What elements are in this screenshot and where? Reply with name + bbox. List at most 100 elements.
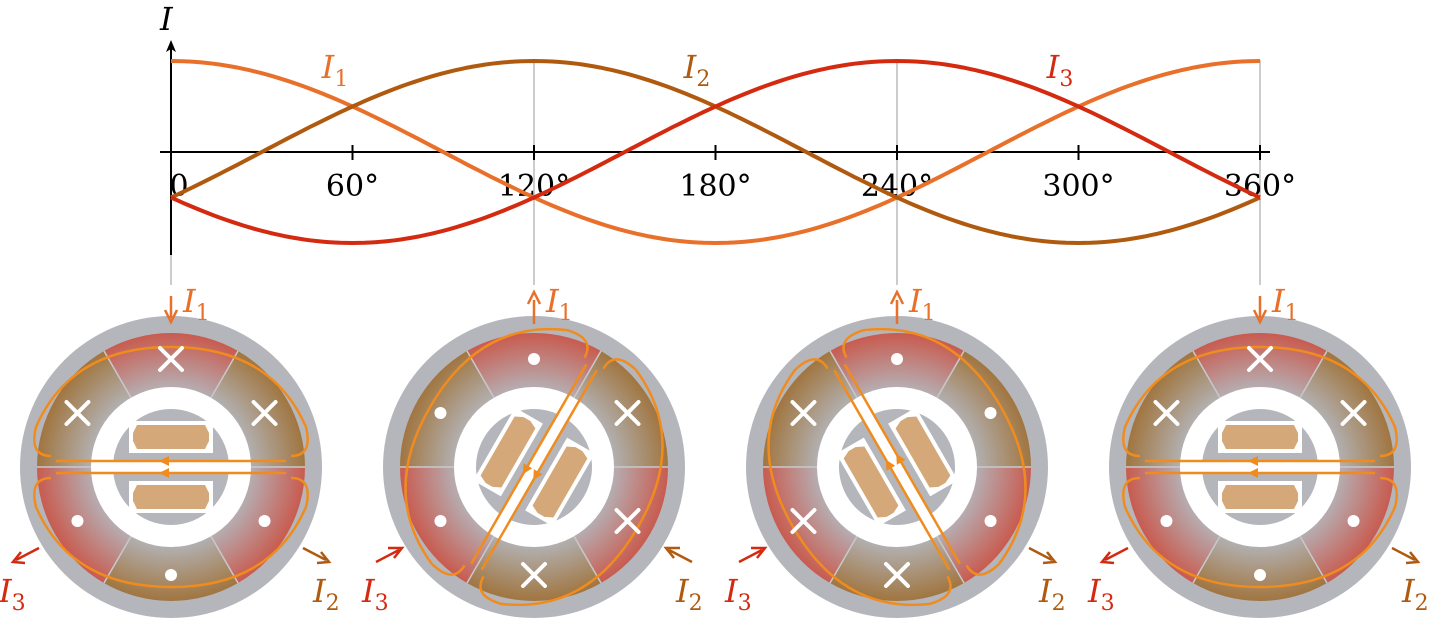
i2-arrow-icon: [663, 546, 693, 564]
coil-dot-icon: [1347, 515, 1360, 527]
i1-label: I1: [545, 282, 573, 326]
stator-pole-segment: [830, 333, 964, 398]
rotor-winding-pad: [480, 416, 536, 488]
coil-dot-icon: [1254, 569, 1266, 581]
coil-dot-icon: [434, 515, 447, 527]
stator-loop-wire: [33, 345, 309, 458]
i1-arrow-icon: [526, 289, 542, 324]
segment-divider: [103, 350, 132, 399]
segment-divider: [573, 535, 602, 584]
coil-cross-icon: [521, 562, 547, 588]
i1-arrow-icon: [1252, 296, 1268, 325]
stator-loop-wire: [767, 358, 952, 607]
stator-pole-segment: [1126, 467, 1220, 583]
i3-label: I3: [0, 572, 26, 616]
stator-pole-segment: [830, 536, 964, 601]
i2-label: I2: [1038, 572, 1066, 616]
coil-cross-icon: [614, 508, 641, 534]
rotor-slot: [1190, 462, 1330, 472]
segment-divider: [829, 535, 858, 584]
rotor-winding-pad: [895, 416, 951, 488]
i3-arrow-icon: [738, 546, 768, 564]
stator-loop-wire: [842, 327, 1027, 576]
segment-divider: [466, 535, 495, 584]
segment-divider: [1299, 350, 1328, 399]
coil-dot-icon: [984, 515, 997, 527]
loop-arrow-icon: [159, 468, 169, 478]
coil-cross-icon: [251, 400, 278, 426]
loop-arrow-icon: [885, 459, 896, 471]
stator-pole-segment: [37, 467, 131, 583]
coil-cross-icon: [884, 562, 910, 588]
segment-divider: [1192, 350, 1221, 399]
i3-arrow-icon: [1099, 546, 1129, 565]
stator-pole-segment: [467, 536, 601, 601]
coil-dot-icon: [984, 407, 997, 419]
coil-dot-icon: [891, 353, 903, 365]
loop-arrow-icon: [896, 453, 906, 465]
rotor: [1145, 409, 1375, 525]
wave-2-label: I2: [683, 48, 711, 92]
coil-dot-icon: [71, 515, 84, 527]
segment-divider: [936, 535, 965, 584]
rotor-winding-pad: [1222, 485, 1298, 509]
rotor: [470, 363, 598, 571]
i2-arrow-icon: [1391, 546, 1421, 565]
rotor-slot: [101, 462, 241, 472]
i2-arrow-icon: [1028, 546, 1058, 565]
segment-divider: [936, 350, 965, 399]
i1-arrow-icon: [163, 296, 179, 325]
x-tick-label: 180°: [679, 169, 751, 204]
stator-loop-wire: [33, 476, 309, 589]
coil-cross-icon: [614, 400, 641, 426]
i3-label: I3: [1087, 572, 1115, 616]
rotor-winding-pad: [133, 425, 209, 449]
y-axis-label: I: [159, 0, 174, 38]
stator-loop-wire: [1122, 476, 1398, 589]
coil-cross-icon: [790, 400, 817, 426]
coil-cross-icon: [1247, 346, 1273, 372]
rotor-loop-wire: [843, 363, 961, 565]
plot-axes: I: [159, 0, 1270, 255]
coil-cross-icon: [64, 400, 91, 426]
segment-divider: [103, 535, 132, 584]
rotor-slot: [857, 403, 937, 531]
i2-arrow-icon: [302, 546, 332, 565]
segment-divider: [829, 350, 858, 399]
stator-loop-wire: [404, 327, 589, 576]
i1-label: I1: [1271, 282, 1299, 326]
rotor-winding-pad: [1222, 425, 1298, 449]
stator-loop-wire: [1122, 345, 1398, 458]
rotor-winding-pad: [133, 485, 209, 509]
rotor-loop-wire: [480, 369, 598, 571]
i2-label: I2: [675, 572, 703, 616]
rotor-winding-pad: [532, 446, 588, 518]
rotor-winding-pad: [843, 446, 899, 518]
rotor-loop-wire: [833, 369, 951, 571]
coil-dot-icon: [434, 407, 447, 419]
x-tick-label: 300°: [1042, 169, 1114, 204]
i2-label: I2: [312, 572, 340, 616]
coil-dot-icon: [165, 569, 177, 581]
rotor-slot: [494, 403, 574, 531]
coil-dot-icon: [528, 353, 540, 365]
segment-divider: [466, 350, 495, 399]
i3-arrow-icon: [375, 546, 405, 564]
segment-divider: [210, 350, 239, 399]
coil-cross-icon: [158, 346, 184, 372]
coil-cross-icon: [790, 508, 817, 534]
wave-1-label: I1: [321, 48, 349, 92]
i1-label: I1: [182, 282, 210, 326]
y-axis-arrow-icon: [166, 40, 176, 52]
segment-divider: [1299, 535, 1328, 584]
stator-pole-segment: [467, 333, 601, 398]
